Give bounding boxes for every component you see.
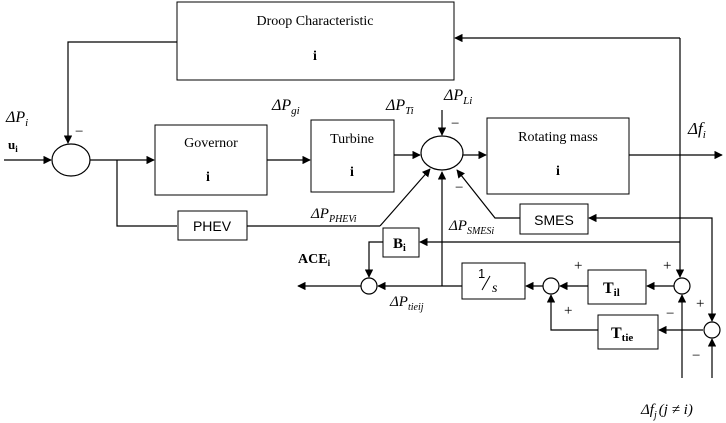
minus-sign-droop: − bbox=[75, 124, 83, 140]
plus-sign-tie: + bbox=[564, 303, 572, 319]
label-ui: ui bbox=[8, 137, 18, 154]
turbine-title: Turbine bbox=[330, 132, 374, 147]
droop-characteristic-block: Droop Characteristic i bbox=[176, 1, 455, 81]
rotating-mass-block: Rotating mass i bbox=[486, 117, 630, 195]
droop-title: Droop Characteristic bbox=[256, 14, 373, 29]
label-dPSMES: ΔPSMESi bbox=[448, 218, 494, 237]
minus-sign-df-j: − bbox=[666, 306, 674, 322]
integrator-block: 1 s bbox=[461, 262, 526, 300]
til-label: Til bbox=[603, 280, 620, 299]
tie-block: Ttie bbox=[597, 314, 659, 350]
minus-sign-dfj-sum: − bbox=[692, 348, 700, 364]
til-block: Til bbox=[587, 269, 647, 305]
label-dPLi: ΔPLi bbox=[443, 87, 472, 107]
phev-label: PHEV bbox=[193, 218, 232, 234]
governor-block: Governor i bbox=[154, 124, 268, 196]
minus-sign-smes: − bbox=[455, 180, 463, 196]
label-dPgi: ΔPgi bbox=[271, 97, 300, 117]
smes-block: SMES bbox=[519, 203, 589, 235]
integrator-den: s bbox=[492, 281, 498, 296]
summing-junction-til bbox=[673, 277, 691, 295]
summing-junction-main bbox=[420, 135, 464, 171]
minus-sign-load: − bbox=[451, 116, 459, 132]
summing-junction-dfj bbox=[703, 321, 721, 339]
droop-sub: i bbox=[313, 49, 317, 64]
rotating-title: Rotating mass bbox=[518, 130, 598, 145]
governor-sub: i bbox=[206, 170, 210, 185]
summing-junction-input bbox=[51, 143, 91, 177]
governor-title: Governor bbox=[184, 136, 238, 151]
summing-junction-tie bbox=[542, 277, 560, 295]
plus-sign-df-i: + bbox=[663, 258, 671, 274]
turbine-block: Turbine i bbox=[310, 119, 395, 193]
label-dPPHEV: ΔPPHEVi bbox=[310, 206, 357, 225]
signal-wires bbox=[4, 33, 723, 378]
tie-label: Ttie bbox=[611, 325, 633, 344]
label-dfi: Δfi bbox=[687, 119, 706, 141]
smes-label: SMES bbox=[534, 212, 574, 228]
label-dPTi: ΔPTi bbox=[385, 97, 414, 117]
label-ace: ACEi bbox=[298, 252, 331, 268]
summing-junction-ace bbox=[360, 277, 378, 295]
turbine-sub: i bbox=[350, 165, 354, 180]
label-dPi: ΔPi bbox=[5, 109, 28, 129]
label-dfj: Δfj(j ≠ i) bbox=[640, 402, 693, 421]
rotating-sub: i bbox=[556, 164, 560, 179]
bias-block: Bi bbox=[382, 227, 420, 258]
plus-sign-dfj-sum: + bbox=[696, 296, 704, 312]
phev-block: PHEV bbox=[177, 210, 248, 241]
bias-label: Bi bbox=[393, 236, 406, 254]
plus-sign-til: + bbox=[574, 258, 582, 274]
signs: − − − + + + − + − bbox=[75, 116, 704, 364]
integrator-num: 1 bbox=[478, 266, 485, 281]
label-dPtie: ΔPtieij bbox=[389, 294, 424, 313]
